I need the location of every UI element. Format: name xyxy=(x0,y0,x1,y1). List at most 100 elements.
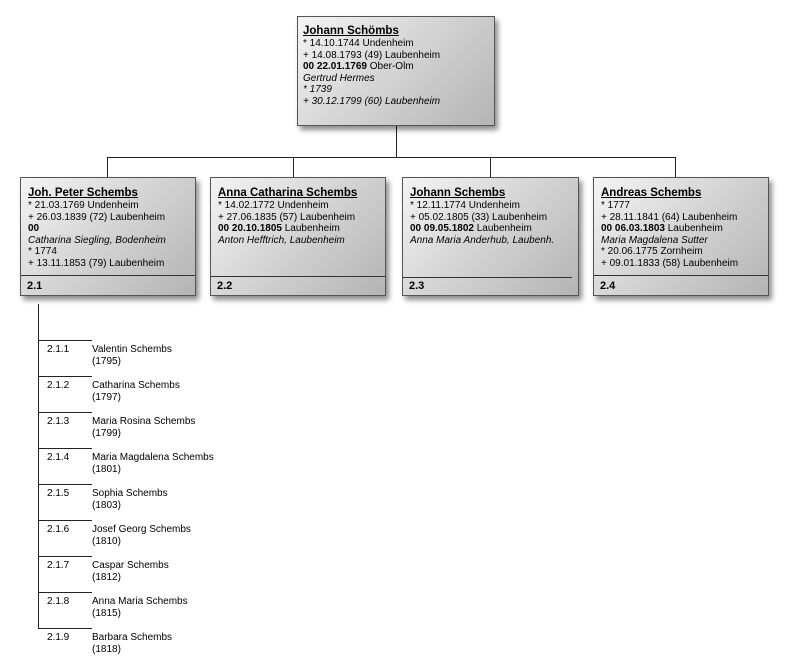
grandchild-number: 2.1.8 xyxy=(47,596,70,607)
grandchild-number: 2.1.4 xyxy=(47,452,70,463)
detail-line: Maria Magdalena Sutter xyxy=(601,234,708,246)
grandchild-number: 2.1.2 xyxy=(47,380,70,391)
detail-part: 00 22.01.1769 xyxy=(303,61,367,73)
grandchild-year: (1812) xyxy=(92,572,121,583)
grandchild-name: Valentin Schembs xyxy=(92,344,172,355)
detail-line: * 1739 xyxy=(303,84,332,96)
root-person-box[interactable]: Johann Schömbs * 14.10.1744 Undenheim+ 1… xyxy=(297,16,495,126)
box-divider xyxy=(211,276,385,277)
grandchild-number: 2.1.7 xyxy=(47,560,70,571)
detail-line: 00 xyxy=(28,223,40,235)
grandchild-item[interactable]: 2.1.7 Caspar Schembs(1812) xyxy=(47,560,247,584)
grandchild-connector xyxy=(38,376,92,377)
grandchild-item[interactable]: 2.1.9 Barbara Schembs(1818) xyxy=(47,632,247,656)
detail-line: + 28.11.1841 (64) Laubenheim xyxy=(601,211,738,223)
grandchild-connector xyxy=(38,484,92,485)
child-box-2-1[interactable]: Joh. Peter Schembs * 21.03.1769 Undenhei… xyxy=(20,177,196,296)
connector-child-1 xyxy=(107,157,108,177)
child-box-2-4[interactable]: Andreas Schembs * 1777+ 28.11.1841 (64) … xyxy=(593,177,769,296)
detail-line: + 26.03.1839 (72) Laubenheim xyxy=(28,211,166,223)
detail-line: * 20.06.1775 Zornheim xyxy=(601,246,703,258)
grandchild-name: Maria Magdalena Schembs xyxy=(92,452,214,463)
detail-part: Laubenheim xyxy=(473,223,532,235)
grandchild-name: Caspar Schembs xyxy=(92,560,169,571)
connector-grandchildren-trunk xyxy=(38,304,39,628)
detail-line: * 1777 xyxy=(601,200,630,211)
detail-line: * 1774 xyxy=(28,246,57,258)
detail-part: 00 20.10.1805 xyxy=(218,223,282,235)
grandchild-item[interactable]: 2.1.6 Josef Georg Schembs(1810) xyxy=(47,524,247,548)
person-number: 2.2 xyxy=(217,280,233,293)
grandchild-year: (1810) xyxy=(92,536,121,547)
grandchild-connector xyxy=(38,592,92,593)
grandchild-year: (1797) xyxy=(92,392,121,403)
child-box-2-2[interactable]: Anna Catharina Schembs * 14.02.1772 Unde… xyxy=(210,177,386,296)
connector-child-3 xyxy=(490,157,491,177)
grandchild-connector xyxy=(38,448,92,449)
grandchild-year: (1801) xyxy=(92,464,121,475)
person-details: * 12.11.1774 Undenheim+ 05.02.1805 (33) … xyxy=(410,200,573,246)
detail-line: * 14.02.1772 Undenheim xyxy=(218,200,329,211)
person-details: * 14.02.1772 Undenheim+ 27.06.1835 (57) … xyxy=(218,200,380,246)
grandchild-connector xyxy=(38,340,92,341)
grandchild-connector xyxy=(38,412,92,413)
grandchild-name: Maria Rosina Schembs xyxy=(92,416,196,427)
detail-line: 00 22.01.1769 Ober-Olm xyxy=(303,61,489,73)
grandchild-number: 2.1.9 xyxy=(47,632,70,643)
detail-line: + 13.11.1853 (79) Laubenheim xyxy=(28,257,165,269)
connector-child-4 xyxy=(675,157,676,177)
person-name: Andreas Schembs xyxy=(601,187,702,199)
detail-line: 00 20.10.1805 Laubenheim xyxy=(218,223,380,235)
detail-line: 00 06.03.1803 Laubenheim xyxy=(601,223,763,235)
person-details: * 21.03.1769 Undenheim+ 26.03.1839 (72) … xyxy=(28,200,190,270)
detail-part: 00 06.03.1803 xyxy=(601,223,665,235)
detail-line: Anton Hefftrich, Laubenheim xyxy=(218,234,345,246)
grandchild-number: 2.1.1 xyxy=(47,344,70,355)
detail-line: + 09.01.1833 (58) Laubenheim xyxy=(601,257,739,269)
box-divider xyxy=(21,275,195,276)
box-divider xyxy=(594,275,768,276)
person-number: 2.3 xyxy=(409,280,425,293)
connector-horizontal xyxy=(107,157,676,158)
grandchild-number: 2.1.3 xyxy=(47,416,70,427)
grandchild-connector xyxy=(38,628,92,629)
detail-line: + 27.06.1835 (57) Laubenheim xyxy=(218,211,356,223)
grandchild-name: Josef Georg Schembs xyxy=(92,524,191,535)
connector-root-down xyxy=(396,126,397,157)
grandchild-number: 2.1.6 xyxy=(47,524,70,535)
detail-line: * 14.10.1744 Undenheim xyxy=(303,38,414,49)
detail-line: Gertrud Hermes xyxy=(303,72,375,84)
detail-part: Laubenheim xyxy=(664,223,723,235)
detail-line: + 14.08.1793 (49) Laubenheim xyxy=(303,49,441,61)
grandchild-connector xyxy=(38,520,92,521)
person-number: 2.1 xyxy=(27,280,43,293)
detail-line: + 30.12.1799 (60) Laubenheim xyxy=(303,95,441,107)
detail-part: 00 09.05.1802 xyxy=(410,223,474,235)
grandchild-connector xyxy=(38,556,92,557)
person-number: 2.4 xyxy=(600,280,616,293)
grandchild-year: (1799) xyxy=(92,428,121,439)
grandchild-item[interactable]: 2.1.1 Valentin Schembs(1795) xyxy=(47,344,247,368)
child-box-2-3[interactable]: Johann Schembs * 12.11.1774 Undenheim+ 0… xyxy=(402,177,579,296)
grandchild-year: (1818) xyxy=(92,644,121,655)
grandchild-item[interactable]: 2.1.4 Maria Magdalena Schembs(1801) xyxy=(47,452,247,476)
grandchild-name: Sophia Schembs xyxy=(92,488,168,499)
grandchild-item[interactable]: 2.1.2 Catharina Schembs(1797) xyxy=(47,380,247,404)
person-name: Johann Schömbs xyxy=(303,25,399,37)
grandchild-name: Barbara Schembs xyxy=(92,632,173,643)
person-name: Johann Schembs xyxy=(410,187,506,199)
detail-line: * 21.03.1769 Undenheim xyxy=(28,200,139,211)
connector-child-2 xyxy=(293,157,294,177)
grandchild-name: Catharina Schembs xyxy=(92,380,180,391)
grandchild-year: (1795) xyxy=(92,356,121,367)
grandchild-year: (1815) xyxy=(92,608,121,619)
grandchild-item[interactable]: 2.1.3 Maria Rosina Schembs(1799) xyxy=(47,416,247,440)
grandchild-name: Anna Maria Schembs xyxy=(92,596,188,607)
detail-line: * 12.11.1774 Undenheim xyxy=(410,200,520,211)
person-details: * 14.10.1744 Undenheim+ 14.08.1793 (49) … xyxy=(303,38,489,108)
box-divider xyxy=(403,277,572,278)
grandchild-number: 2.1.5 xyxy=(47,488,70,499)
grandchild-item[interactable]: 2.1.8 Anna Maria Schembs(1815) xyxy=(47,596,247,620)
detail-part: Laubenheim xyxy=(281,223,340,235)
